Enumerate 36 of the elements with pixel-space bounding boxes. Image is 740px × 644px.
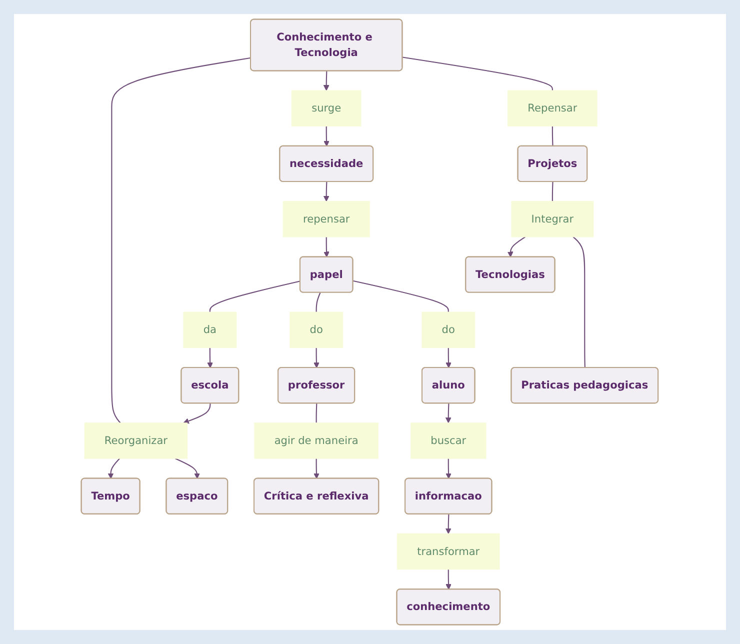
arrow xyxy=(175,458,200,479)
node-box: agir de maneira xyxy=(254,422,379,459)
connector xyxy=(316,403,318,423)
arrow xyxy=(324,236,330,258)
arrow xyxy=(446,348,452,368)
node-box: Repensar xyxy=(508,90,598,126)
node-box: repensar xyxy=(283,200,370,238)
node-box: Reorganizar xyxy=(84,422,188,459)
node-box: transformar xyxy=(397,533,500,570)
node-box: do xyxy=(290,312,344,348)
connector xyxy=(353,280,450,312)
node-box: Integrar xyxy=(512,200,594,238)
connector xyxy=(402,56,554,90)
connector xyxy=(112,57,252,424)
arrow xyxy=(324,182,330,202)
connector xyxy=(552,182,554,202)
arrow xyxy=(108,458,120,479)
connector xyxy=(573,236,586,368)
arrow xyxy=(208,348,214,368)
arrow xyxy=(446,514,452,534)
node-box: buscar xyxy=(410,422,487,459)
arrow xyxy=(314,348,320,368)
connector xyxy=(552,126,554,146)
node-box: surge xyxy=(292,90,362,126)
connector xyxy=(210,280,301,312)
arrow xyxy=(446,569,452,590)
node-box: da xyxy=(184,312,237,348)
connector xyxy=(316,292,322,312)
arrow xyxy=(508,236,526,258)
arrow xyxy=(324,71,330,91)
arrow xyxy=(314,458,320,479)
arrow xyxy=(446,403,452,424)
arrow xyxy=(446,458,452,479)
arrow xyxy=(184,403,212,424)
node-box: do xyxy=(422,312,476,348)
arrow xyxy=(324,126,330,146)
